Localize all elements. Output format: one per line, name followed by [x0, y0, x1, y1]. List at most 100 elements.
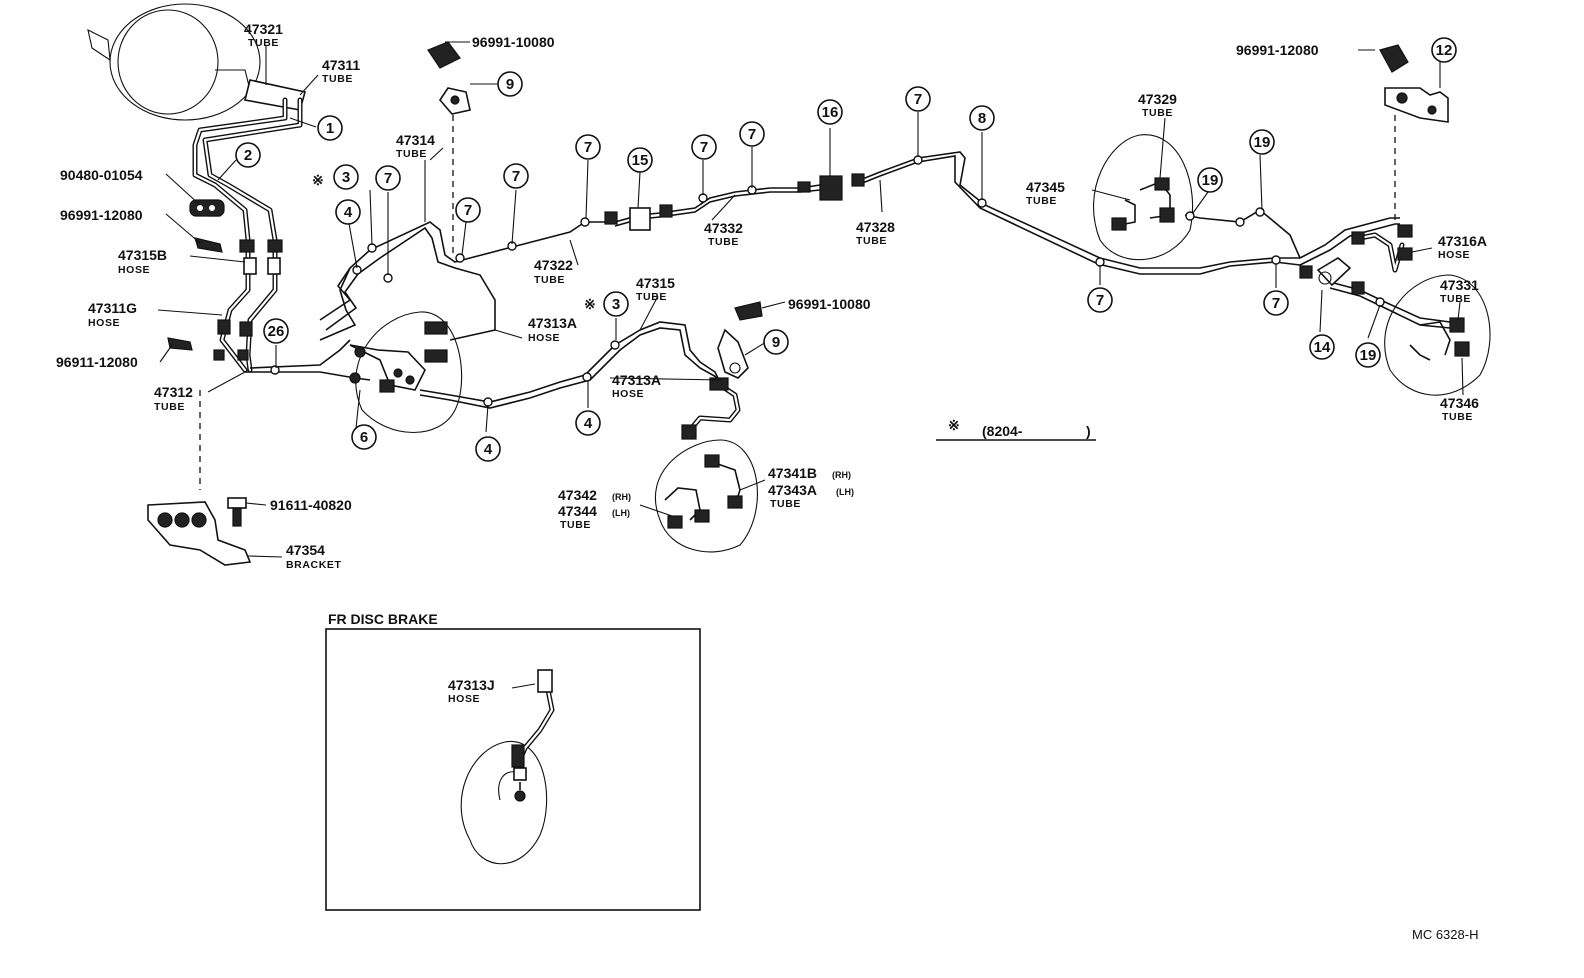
svg-text:96911-12080: 96911-12080: [56, 354, 138, 370]
callout-7-i: 7: [1263, 290, 1289, 316]
label-96991-12080-left: 96991-12080: [60, 207, 143, 223]
svg-text:※: ※: [948, 417, 960, 433]
clip-96991-12080-right: [1379, 44, 1409, 73]
svg-text:14: 14: [1314, 339, 1331, 356]
svg-text:7: 7: [700, 139, 708, 156]
svg-text:TUBE: TUBE: [1142, 107, 1173, 119]
svg-text:47332: 47332: [704, 220, 743, 236]
callout-7-c: 7: [503, 163, 529, 189]
svg-text:19: 19: [1254, 134, 1271, 151]
junction-16: [797, 173, 865, 201]
svg-text:(RH): (RH): [612, 492, 631, 502]
svg-text:TUBE: TUBE: [1442, 411, 1473, 423]
inset-title: FR DISC BRAKE: [328, 611, 438, 627]
svg-text:47328: 47328: [856, 219, 895, 235]
callout-14: 14: [1309, 334, 1335, 360]
callout-6: 6: [351, 424, 377, 450]
callout-15: 15: [627, 147, 653, 173]
bracket-9-top: [438, 87, 471, 115]
svg-text:96991-10080: 96991-10080: [472, 34, 555, 50]
clip-96991-12080-left: [194, 237, 223, 253]
callout-16: 16: [817, 99, 843, 125]
label-47342-47344: 47342 (RH) 47344 (LH) TUBE: [558, 487, 631, 531]
tube-47314-47322: [319, 160, 615, 341]
svg-text:TUBE: TUBE: [248, 37, 279, 49]
svg-text:TUBE: TUBE: [154, 401, 185, 413]
label-47314: 47314 TUBE: [396, 132, 435, 160]
hose-47313a-right: [681, 377, 741, 440]
svg-text:HOSE: HOSE: [1438, 249, 1470, 261]
svg-text:(8204-: (8204-: [982, 423, 1023, 439]
svg-text:47329: 47329: [1138, 91, 1177, 107]
svg-text:47341B: 47341B: [768, 465, 817, 481]
bracket-9-lower: [717, 328, 749, 379]
svg-text:4: 4: [484, 441, 493, 458]
svg-text:(RH): (RH): [832, 470, 851, 480]
callout-4-c: 4: [475, 436, 501, 462]
callout-4-b: 4: [575, 410, 601, 436]
callout-2: 2: [235, 142, 261, 168]
label-47321: 47321 TUBE: [244, 21, 283, 49]
svg-text:TUBE: TUBE: [560, 519, 591, 531]
label-47341b-47343a: 47341B (RH) 47343A (LH) TUBE: [768, 465, 854, 510]
callout-3-b: 3: [603, 291, 629, 317]
rear-left-brake-drum: [1093, 134, 1194, 261]
svg-text:47331: 47331: [1440, 277, 1479, 293]
svg-text:47342: 47342: [558, 487, 597, 503]
svg-text:TUBE: TUBE: [770, 498, 801, 510]
svg-text:6: 6: [360, 429, 368, 446]
svg-text:): ): [1086, 423, 1091, 439]
svg-text:47311G: 47311G: [88, 300, 137, 316]
production-date-note: ※ (8204- ): [936, 417, 1096, 441]
svg-text:47315: 47315: [636, 275, 675, 291]
svg-text:7: 7: [384, 170, 392, 187]
front-left-brake-drum: [349, 311, 463, 434]
callout-4-a: 4: [335, 199, 361, 225]
label-96991-10080-top: 96991-10080: [472, 34, 555, 50]
svg-text:TUBE: TUBE: [1026, 195, 1057, 207]
svg-text:47314: 47314: [396, 132, 435, 148]
callout-26: 26: [263, 318, 289, 344]
svg-text:47345: 47345: [1026, 179, 1065, 195]
callout-7-a: 7: [375, 165, 401, 191]
callout-7-f: 7: [739, 121, 765, 147]
junction-14: [1299, 257, 1365, 295]
svg-text:47313A: 47313A: [528, 315, 577, 331]
svg-text:BRACKET: BRACKET: [286, 559, 342, 571]
rear-axle-tube: [1184, 209, 1451, 329]
brake-booster: [87, 3, 306, 121]
svg-text:HOSE: HOSE: [612, 388, 644, 400]
svg-text:47313A: 47313A: [612, 372, 661, 388]
svg-text:(LH): (LH): [836, 487, 854, 497]
label-96911-12080: 96911-12080: [56, 354, 138, 370]
inset-fr-disc-brake: FR DISC BRAKE: [325, 611, 701, 911]
label-47329: 47329 TUBE: [1138, 91, 1177, 119]
bracket-47354: [147, 501, 252, 566]
svg-text:TUBE: TUBE: [322, 73, 353, 85]
svg-text:7: 7: [748, 126, 756, 143]
svg-text:90480-01054: 90480-01054: [60, 167, 143, 183]
svg-text:TUBE: TUBE: [1440, 293, 1471, 305]
svg-text:26: 26: [268, 323, 285, 340]
label-47345: 47345 TUBE: [1026, 179, 1065, 207]
label-47315b: 47315B HOSE: [118, 247, 167, 276]
svg-text:9: 9: [772, 334, 780, 351]
svg-text:47354: 47354: [286, 542, 325, 558]
svg-text:15: 15: [632, 152, 649, 169]
svg-text:12: 12: [1436, 42, 1453, 59]
svg-text:HOSE: HOSE: [88, 317, 120, 329]
label-96991-10080-mid: 96991-10080: [788, 296, 871, 312]
asterisk-mark-a: ※: [312, 172, 324, 188]
rear-right-brake-drum: [1384, 274, 1491, 396]
label-47328: 47328 TUBE: [856, 219, 895, 247]
svg-text:4: 4: [344, 204, 353, 221]
label-47322: 47322 TUBE: [534, 257, 573, 286]
svg-text:7: 7: [914, 91, 922, 108]
callout-9-a: 9: [497, 71, 523, 97]
callout-7-g: 7: [905, 86, 931, 112]
svg-text:HOSE: HOSE: [448, 693, 480, 705]
label-47313a-left: 47313A HOSE: [528, 315, 577, 344]
callout-7-d: 7: [575, 134, 601, 160]
callout-7-h: 7: [1087, 287, 1113, 313]
front-right-brake-drum: [654, 439, 758, 553]
